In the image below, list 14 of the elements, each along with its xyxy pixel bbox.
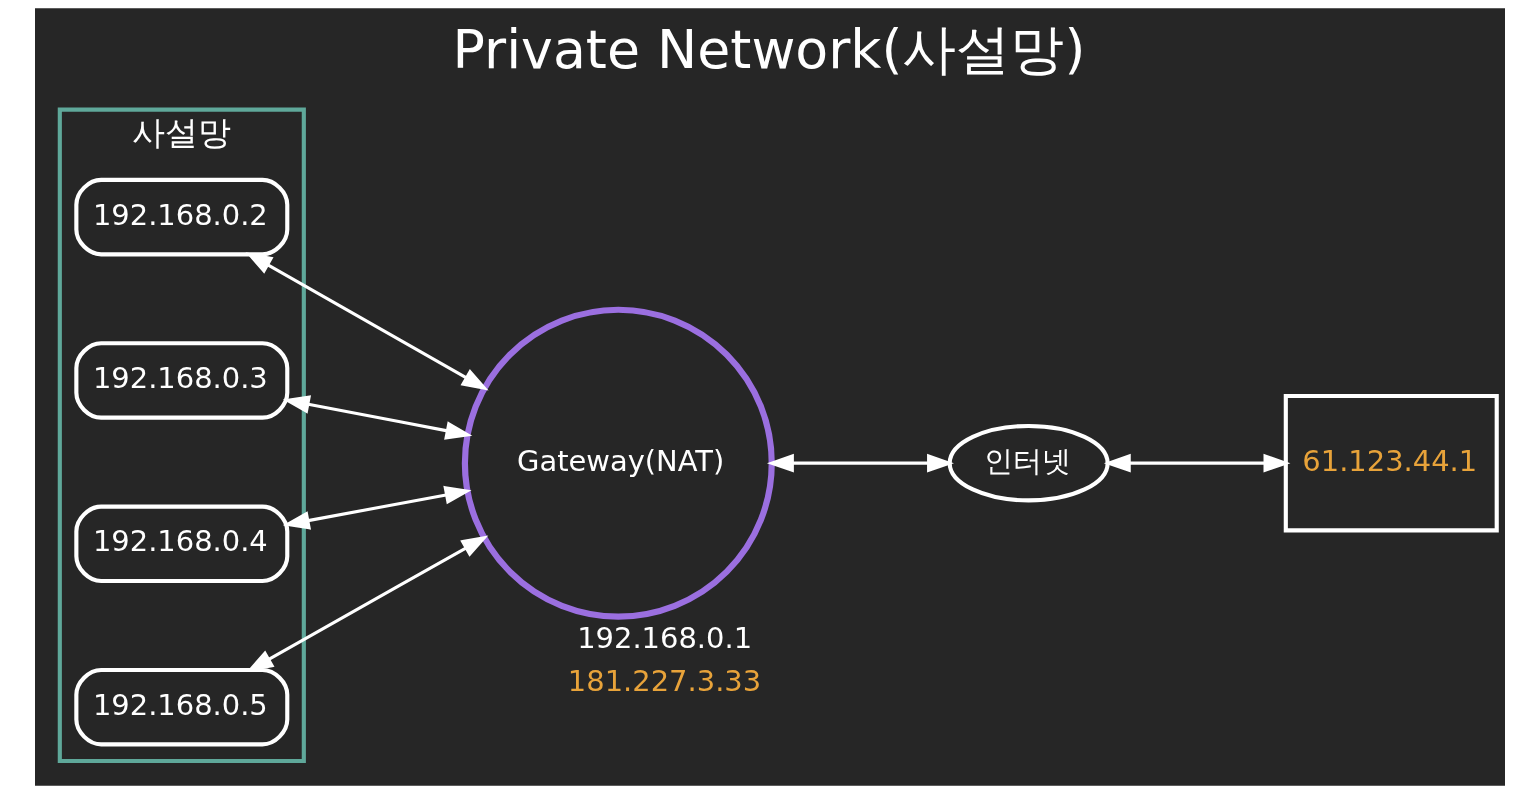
node-box: 192.168.0.5 — [74, 667, 290, 747]
node-box: 61.123.44.1 — [1283, 393, 1499, 533]
arrow — [282, 485, 472, 530]
arrow — [282, 395, 473, 440]
arrow — [245, 252, 489, 391]
arrow — [1103, 453, 1291, 473]
node-ellipse: 인터넷 — [947, 423, 1110, 503]
node-label: 192.168.0.1 — [577, 620, 753, 655]
node-box: 192.168.0.4 — [74, 504, 290, 584]
node-label: 181.227.3.33 — [567, 664, 762, 699]
diagram-title: Private Network(사설망) — [452, 17, 1086, 81]
node-box: 192.168.0.2 — [74, 177, 290, 257]
node-box: 192.168.0.3 — [74, 341, 290, 420]
arrow — [766, 453, 954, 473]
